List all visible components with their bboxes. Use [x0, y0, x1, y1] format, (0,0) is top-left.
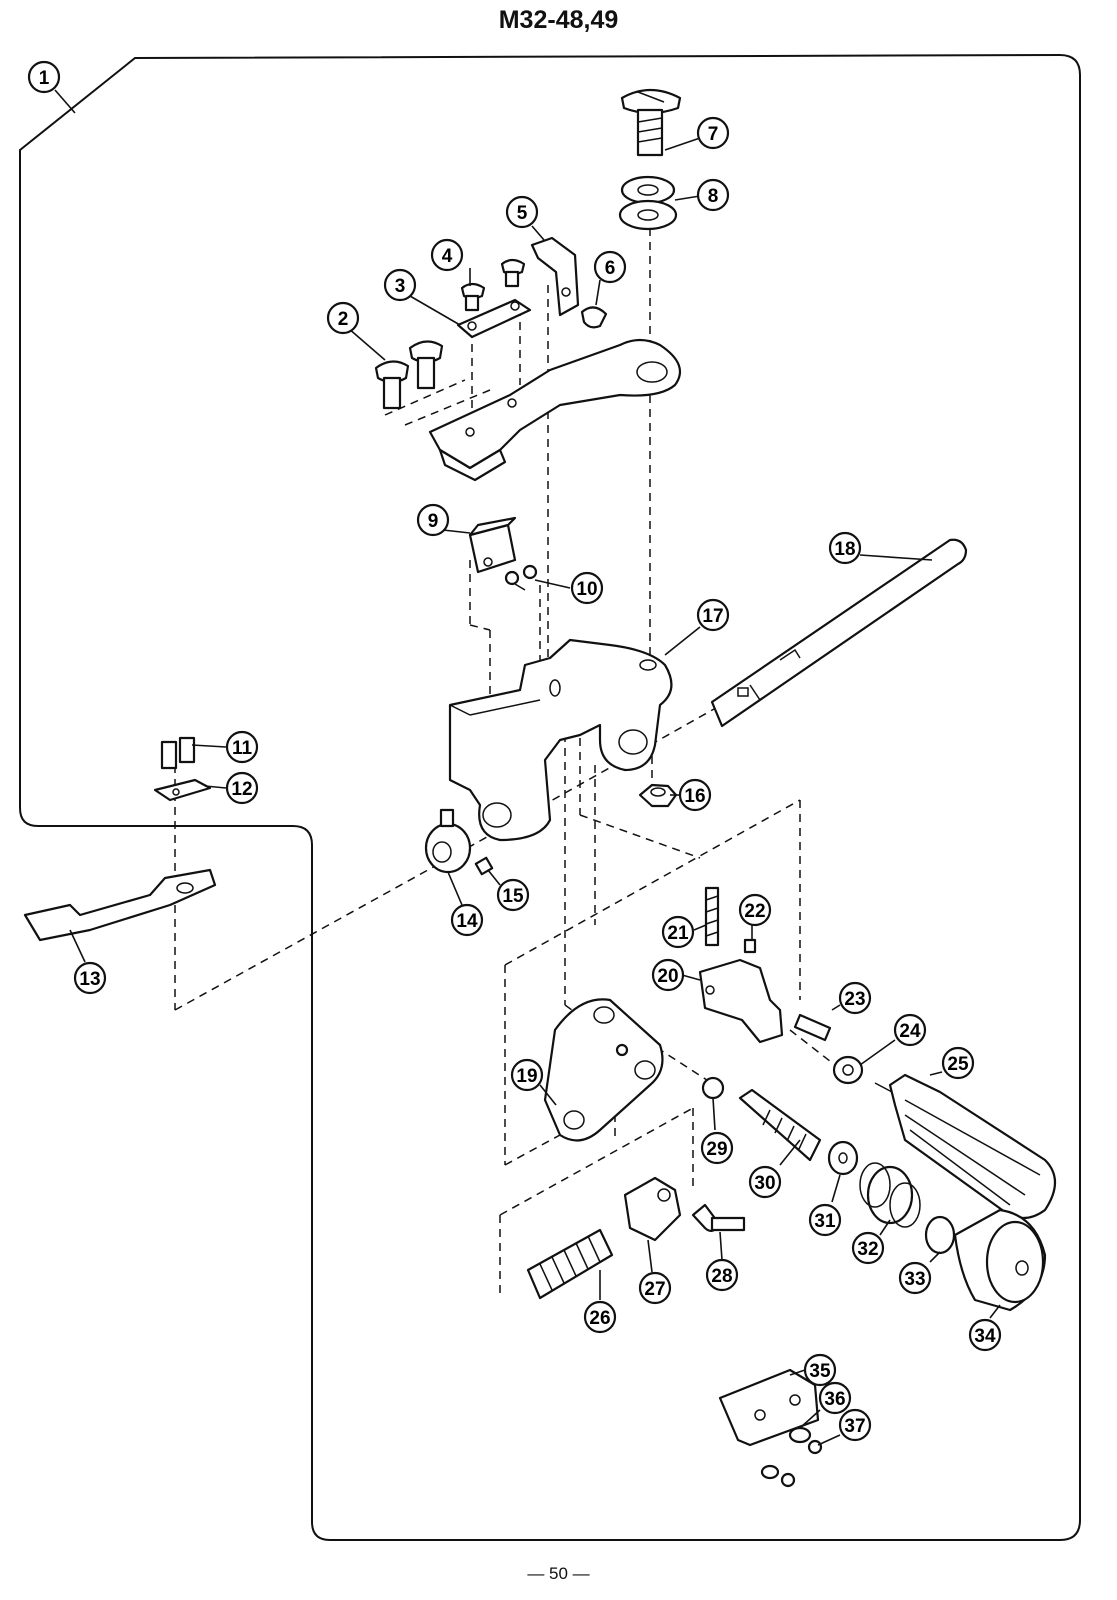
part-7-screw [620, 88, 682, 157]
callout-25: 25 [941, 1046, 975, 1080]
callout-label: 5 [517, 203, 528, 224]
callout-label: 1 [39, 68, 50, 89]
page-title: M32-48,49 [498, 6, 619, 34]
callout-27: 27 [638, 1271, 672, 1305]
callout-15: 15 [496, 878, 530, 912]
parts-11-12 [153, 736, 212, 802]
callout-label: 18 [834, 539, 855, 560]
callout-31: 31 [808, 1203, 842, 1237]
callout-label: 17 [702, 606, 723, 627]
callout-label: 6 [605, 258, 616, 279]
callout-34: 34 [968, 1318, 1002, 1352]
parts-29-34 [701, 1076, 1047, 1312]
assembly-frame [19, 53, 1081, 1541]
callout-label: 35 [809, 1361, 831, 1382]
callout-label: 15 [502, 886, 524, 907]
callout-9: 9 [416, 503, 450, 537]
callout-label: 16 [684, 786, 705, 807]
callout-label: 31 [814, 1211, 836, 1232]
leader-lines [54, 89, 1001, 1446]
part-14-collar [424, 808, 494, 876]
callout-1: 1 [27, 60, 61, 94]
callout-16: 16 [678, 778, 712, 812]
parts-35-37 [718, 1368, 823, 1488]
callout-label: 27 [644, 1279, 665, 1300]
callout-19: 19 [510, 1058, 544, 1092]
callout-label: 10 [576, 579, 597, 600]
callout-7: 7 [696, 116, 730, 150]
callout-label: 20 [657, 966, 678, 987]
callout-label: 21 [667, 923, 689, 944]
callout-4: 4 [430, 238, 464, 272]
callout-label: 23 [844, 989, 865, 1010]
callout-label: 13 [79, 969, 100, 990]
callout-36: 36 [818, 1381, 852, 1415]
callout-label: 8 [708, 186, 719, 207]
callout-24: 24 [893, 1013, 927, 1047]
callout-label: 32 [857, 1239, 878, 1260]
parts-26-28 [526, 1176, 746, 1300]
callout-label: 12 [231, 779, 252, 800]
callout-label: 30 [754, 1173, 775, 1194]
callout-21: 21 [661, 915, 695, 949]
page-number: — 50 — [527, 1564, 590, 1583]
part-17-main-body [448, 638, 673, 842]
callout-5: 5 [505, 195, 539, 229]
part-24-nut [832, 1055, 864, 1085]
callout-label: 7 [708, 124, 719, 145]
callout-label: 28 [711, 1266, 732, 1287]
callout-26: 26 [583, 1300, 617, 1334]
callout-33: 33 [898, 1261, 932, 1295]
part-19-link [543, 998, 664, 1142]
callout-32: 32 [851, 1231, 885, 1265]
callout-10: 10 [570, 571, 604, 605]
callout-label: 25 [947, 1054, 969, 1075]
callout-12: 12 [225, 771, 259, 805]
callout-23: 23 [838, 981, 872, 1015]
part-20-block [698, 886, 832, 1044]
callout-label: 19 [516, 1066, 537, 1087]
callout-30: 30 [748, 1165, 782, 1199]
callout-label: 33 [904, 1269, 925, 1290]
callout-label: 26 [589, 1308, 610, 1329]
callout-8: 8 [696, 178, 730, 212]
callout-17: 17 [696, 598, 730, 632]
callout-label: 2 [338, 309, 349, 330]
callout-37: 37 [838, 1408, 872, 1442]
callout-label: 36 [824, 1389, 845, 1410]
callout-20: 20 [651, 958, 685, 992]
callout-label: 3 [395, 276, 406, 297]
callout-11: 11 [225, 730, 259, 764]
upper-lever-assembly [374, 236, 682, 482]
callout-label: 9 [428, 511, 439, 532]
part-13-lever [23, 868, 217, 942]
callout-label: 11 [232, 738, 253, 759]
callout-label: 37 [844, 1416, 865, 1437]
callout-22: 22 [738, 893, 772, 927]
part-9-block [468, 516, 538, 591]
callout-label: 24 [899, 1021, 921, 1042]
callout-label: 22 [744, 901, 765, 922]
callout-label: 14 [456, 911, 478, 932]
part-8-washers [618, 175, 678, 231]
callout-6: 6 [593, 250, 627, 284]
callout-label: 29 [706, 1139, 727, 1160]
callout-2: 2 [326, 301, 360, 335]
callout-label: 4 [442, 246, 453, 267]
callout-label: 34 [974, 1326, 996, 1347]
callout-29: 29 [700, 1131, 734, 1165]
callout-3: 3 [383, 268, 417, 302]
callout-35: 35 [803, 1353, 837, 1387]
callout-18: 18 [828, 531, 862, 565]
part-18-rod [710, 538, 968, 728]
callout-14: 14 [450, 903, 484, 937]
callout-28: 28 [705, 1258, 739, 1292]
callout-13: 13 [73, 961, 107, 995]
